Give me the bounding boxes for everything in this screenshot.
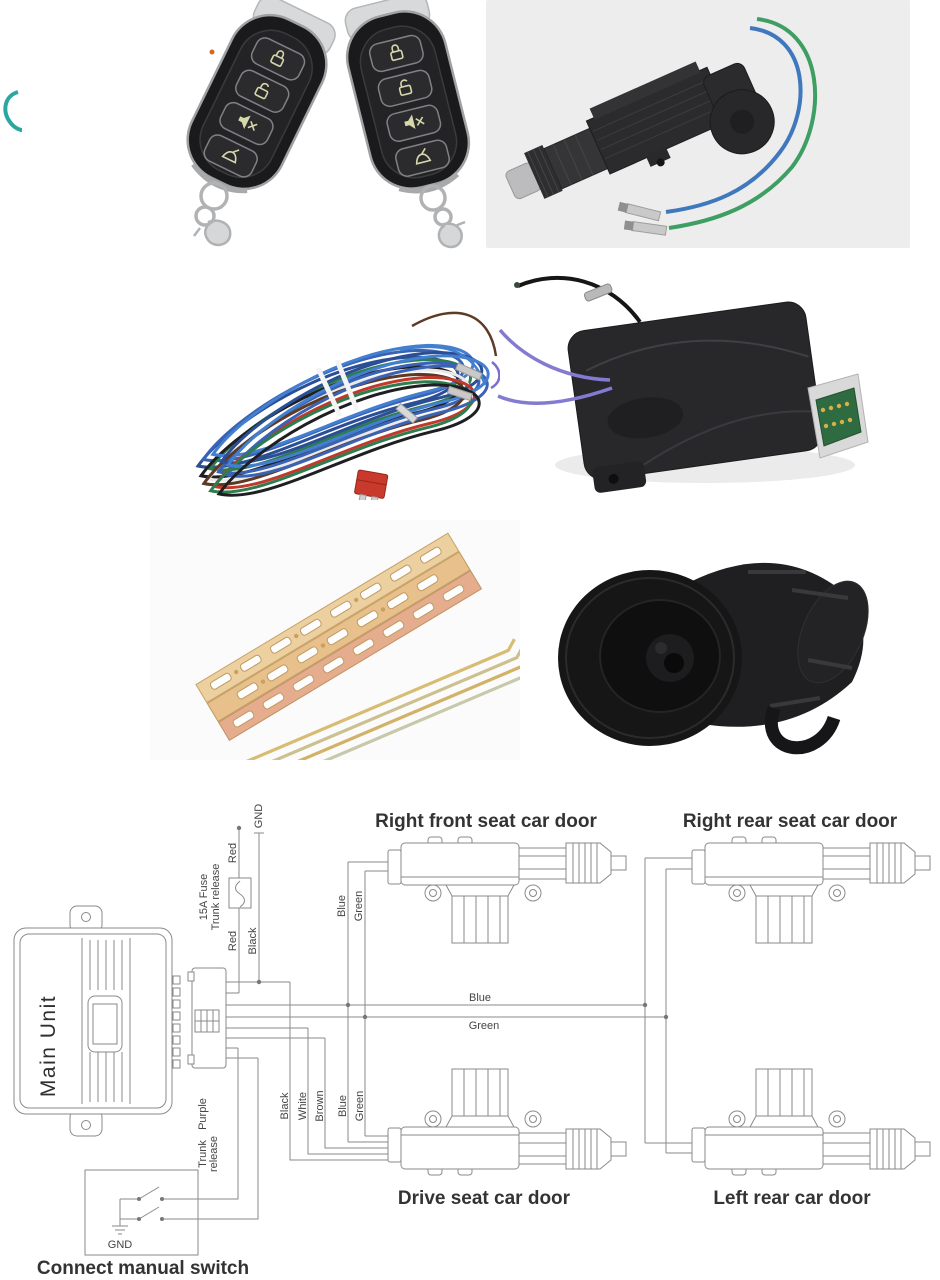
main-unit-ribs <box>89 940 123 1102</box>
label-gnd-top: GND <box>253 804 265 829</box>
label-green-front: Green <box>353 891 365 922</box>
actuator-wires <box>665 17 818 230</box>
wire-green-front-drive <box>364 870 388 1137</box>
wire-blue-front-drive <box>347 861 388 1143</box>
caption-manual-switch: Connect manual switch <box>37 1258 249 1279</box>
main-unit-drawing <box>13 905 181 1137</box>
label-gnd-switch: GND <box>108 1239 133 1251</box>
antenna-wire <box>514 275 642 324</box>
label-release-word: release <box>208 1136 220 1172</box>
photo-door-lock-actuator <box>486 0 910 248</box>
connector-block <box>187 967 227 1069</box>
label-main-unit: Main Unit <box>37 995 60 1097</box>
label-blue-drive: Blue <box>337 1095 349 1117</box>
actuator-body <box>505 61 775 200</box>
purple-wire <box>497 328 613 406</box>
label-black-top: Black <box>247 927 259 954</box>
wire-skein <box>187 338 497 499</box>
led-indicator <box>209 49 215 55</box>
slotted-brackets <box>195 532 483 741</box>
label-purple: Purple <box>197 1098 209 1130</box>
actuator-right-front <box>387 836 627 944</box>
title-right-front-door: Right front seat car door <box>375 811 597 832</box>
siren-bell <box>558 570 742 746</box>
label-green-drive: Green <box>354 1091 366 1122</box>
connecting-rods <box>245 638 520 760</box>
label-red-bottom: Red <box>227 931 239 951</box>
red-connector <box>354 469 389 500</box>
wire-blue-rear <box>644 857 692 1144</box>
wire-brown-drive <box>225 1037 388 1149</box>
label-trunk-release-fuse: Trunk release <box>210 864 222 931</box>
main-unit-pins <box>172 975 181 1069</box>
manual-switch-box <box>84 1169 238 1256</box>
wire-green-rear <box>665 868 692 1154</box>
actuator-right-rear <box>691 836 931 944</box>
right-keyring-clasp <box>419 184 466 249</box>
title-drive-door: Drive seat car door <box>398 1188 571 1209</box>
diagram-wires <box>162 828 692 1220</box>
wiring-diagram: Right front seat car door Right rear sea… <box>13 804 931 1279</box>
title-right-rear-door: Right rear seat car door <box>683 811 898 832</box>
photo-remote-key-fobs <box>150 0 480 249</box>
ground-symbol <box>112 1225 128 1235</box>
photo-control-module <box>497 275 869 493</box>
actuator-left-rear <box>691 1068 931 1176</box>
wire-red-fuse <box>225 828 240 994</box>
edge-connector <box>807 373 869 459</box>
module-box <box>567 301 823 493</box>
harness-terminals <box>395 362 483 424</box>
actuator-drive <box>387 1068 627 1176</box>
photo-wiring-harness <box>187 311 500 500</box>
fuse-symbol <box>228 877 252 909</box>
right-key-fob <box>335 0 479 201</box>
left-key-fob <box>172 0 347 207</box>
junction-dots <box>137 825 669 1221</box>
wire-black-drive <box>225 981 388 1161</box>
label-blue-front: Blue <box>336 895 348 917</box>
label-white-drive: White <box>297 1092 309 1120</box>
wire-terminals <box>617 201 668 236</box>
label-trunk-word: Trunk <box>197 1140 209 1168</box>
label-brown-drive: Brown <box>314 1090 326 1121</box>
label-red-top: Red <box>227 843 239 863</box>
label-green-main: Green <box>469 1020 500 1032</box>
wire-black-gnd <box>254 832 264 982</box>
label-black-drive: Black <box>279 1092 291 1119</box>
photo-brackets-rods <box>150 520 520 760</box>
left-keyring-clasp <box>193 181 232 247</box>
label-15a-fuse: 15A Fuse <box>198 874 210 920</box>
actuator-drawings <box>387 836 931 1176</box>
photo-siren-horn <box>558 562 869 755</box>
left-edge-watermark <box>3 90 22 132</box>
switch-blades <box>138 1186 160 1220</box>
wire-white-drive <box>225 1027 388 1155</box>
label-blue-main: Blue <box>469 992 491 1004</box>
title-left-rear-door: Left rear car door <box>713 1188 871 1209</box>
white-cable-ties <box>315 359 360 418</box>
mounting-bracket <box>765 705 841 755</box>
